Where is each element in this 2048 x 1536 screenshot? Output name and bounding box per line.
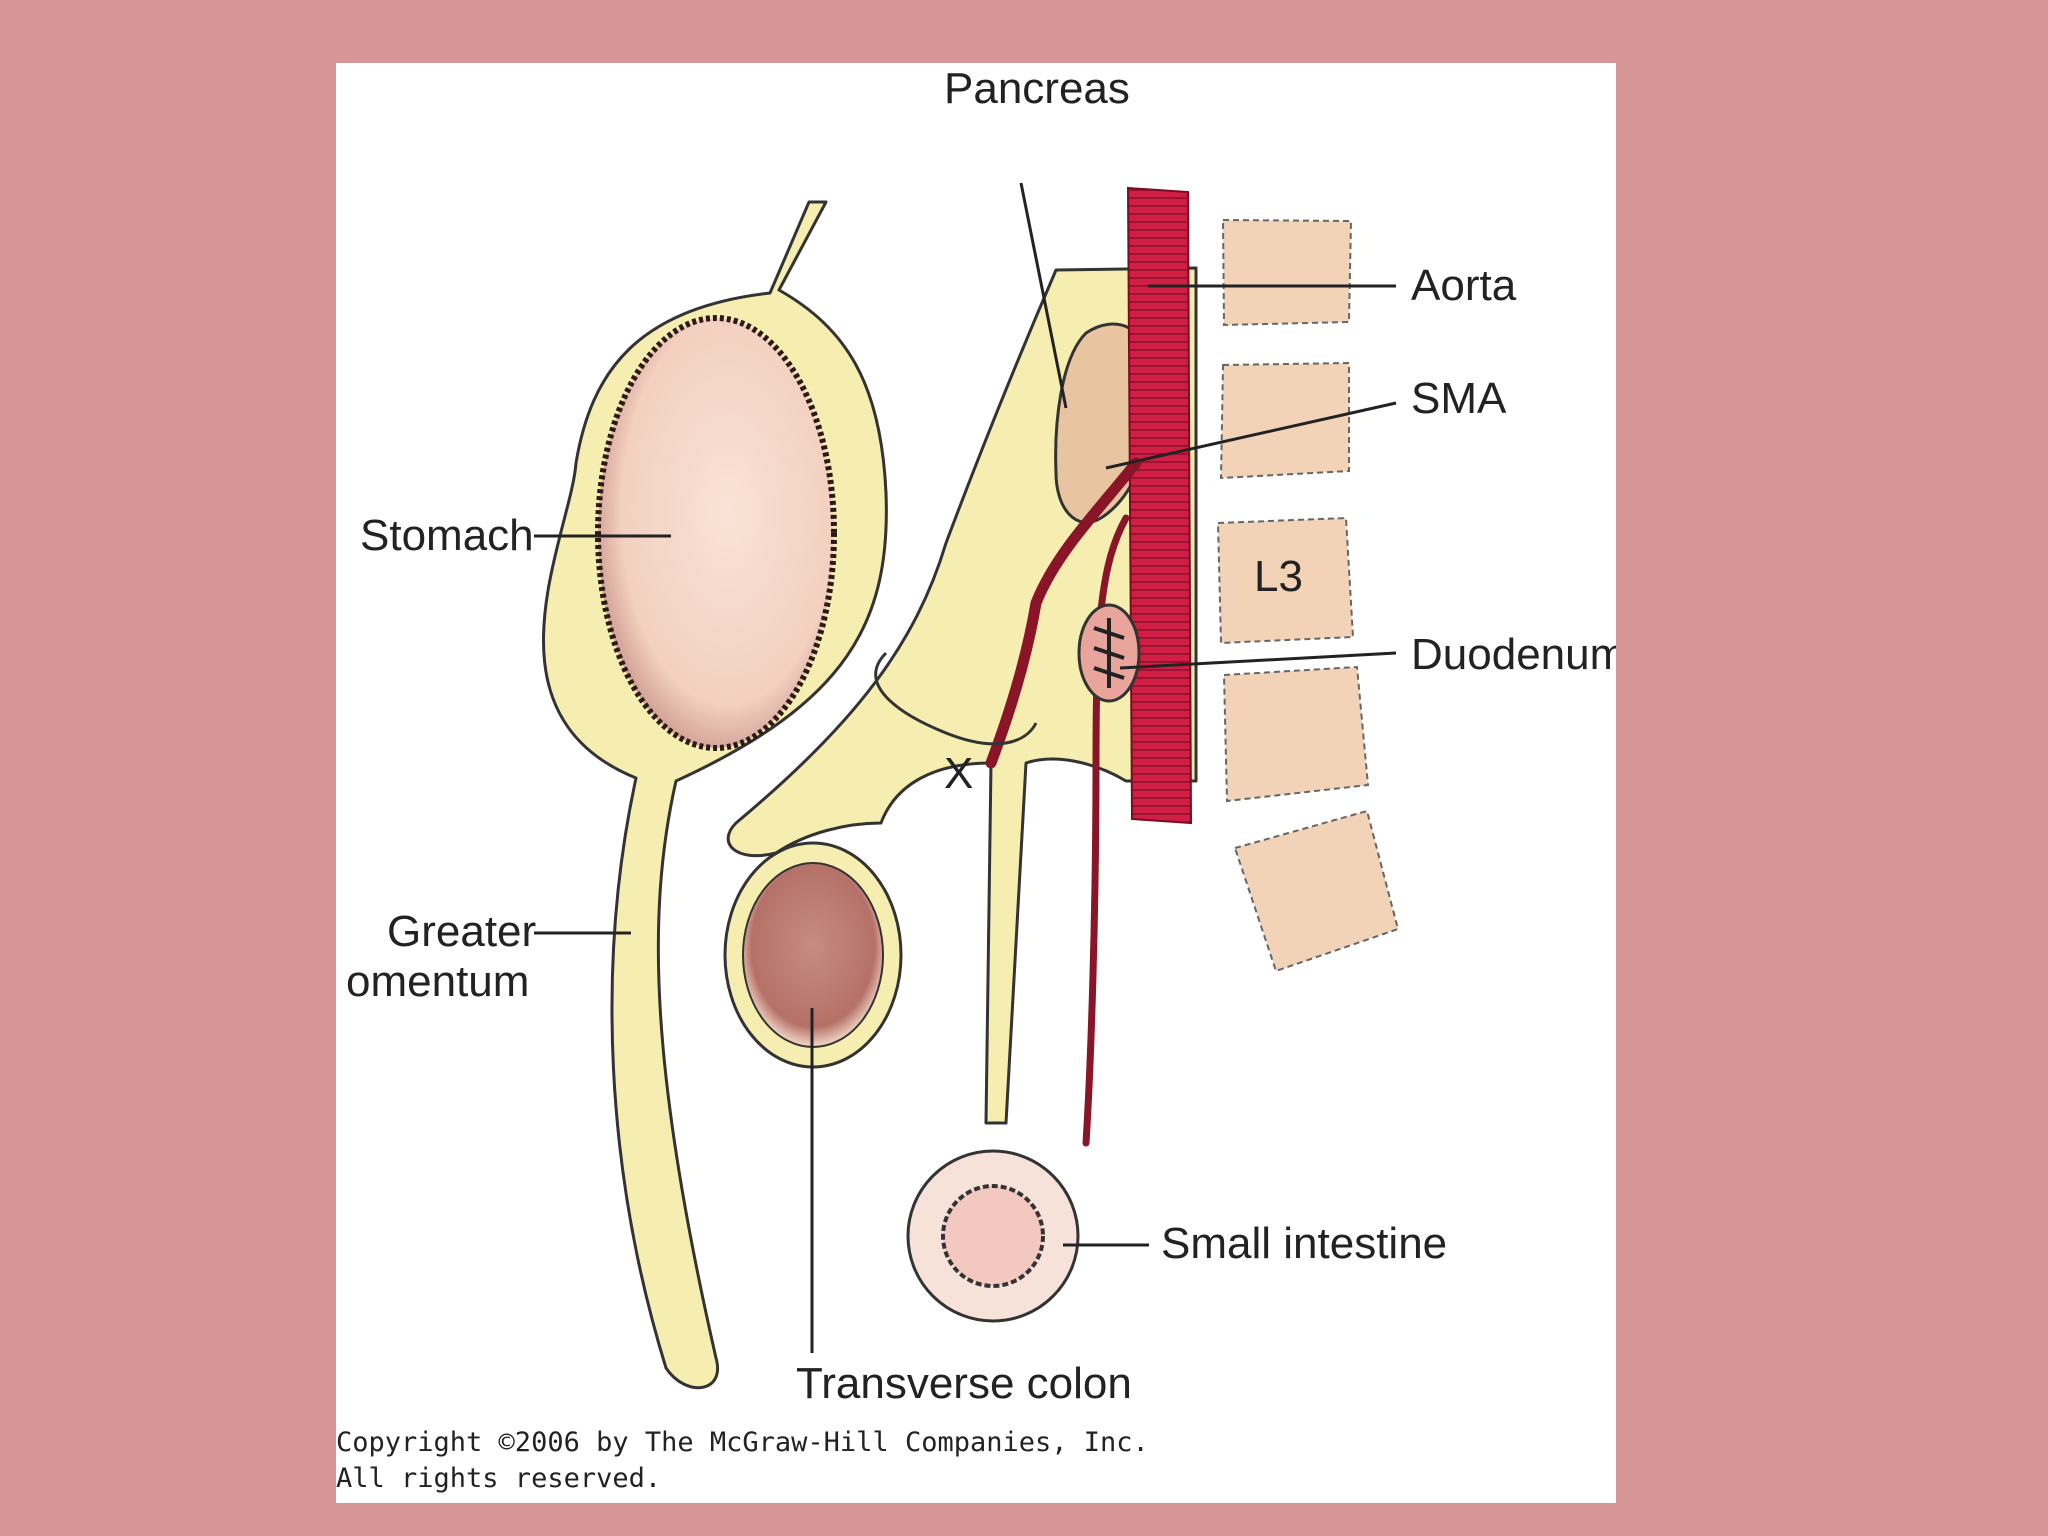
leader-sma bbox=[1105, 401, 1397, 470]
copyright-line-2: All rights reserved. bbox=[336, 1463, 662, 1494]
copyright-line-1: Copyright ©2006 by The McGraw-Hill Compa… bbox=[336, 1427, 1149, 1458]
diagram-panel: Pancreas Aorta SMA Stomach L3 Duodenum X… bbox=[336, 63, 1616, 1503]
label-aorta: Aorta bbox=[1411, 261, 1517, 310]
label-transverse-colon: Transverse colon bbox=[796, 1359, 1132, 1408]
vertebra-2 bbox=[1219, 361, 1350, 480]
sma-branch bbox=[1082, 514, 1130, 1147]
label-x-mark: X bbox=[944, 749, 973, 798]
stomach bbox=[595, 315, 837, 751]
label-sma: SMA bbox=[1411, 374, 1507, 423]
vertebra-5 bbox=[1233, 809, 1400, 973]
label-duodenum: Duodenum bbox=[1411, 630, 1616, 679]
aorta bbox=[1126, 186, 1193, 825]
label-greater-omentum-line2: omentum bbox=[346, 957, 529, 1006]
vertebra-1 bbox=[1221, 218, 1353, 327]
label-pancreas: Pancreas bbox=[944, 64, 1130, 113]
anatomy-diagram: Pancreas Aorta SMA Stomach L3 Duodenum X… bbox=[346, 64, 1616, 1408]
vertebrae bbox=[1216, 218, 1400, 973]
vertebra-l3 bbox=[1216, 516, 1355, 645]
twist-arrow bbox=[874, 651, 1038, 746]
sma bbox=[985, 457, 1142, 769]
label-greater-omentum-line1: Greater bbox=[387, 907, 536, 956]
label-l3: L3 bbox=[1254, 552, 1303, 601]
duodenum-lumen bbox=[1093, 618, 1125, 688]
leader-pancreas bbox=[1019, 182, 1068, 409]
label-small-intestine: Small intestine bbox=[1161, 1219, 1447, 1268]
leader-duodenum bbox=[1119, 651, 1397, 670]
label-stomach: Stomach bbox=[360, 511, 534, 560]
leader-lines bbox=[534, 182, 1397, 1353]
small-intestine-lumen bbox=[941, 1184, 1045, 1288]
vertebra-4 bbox=[1222, 665, 1370, 803]
